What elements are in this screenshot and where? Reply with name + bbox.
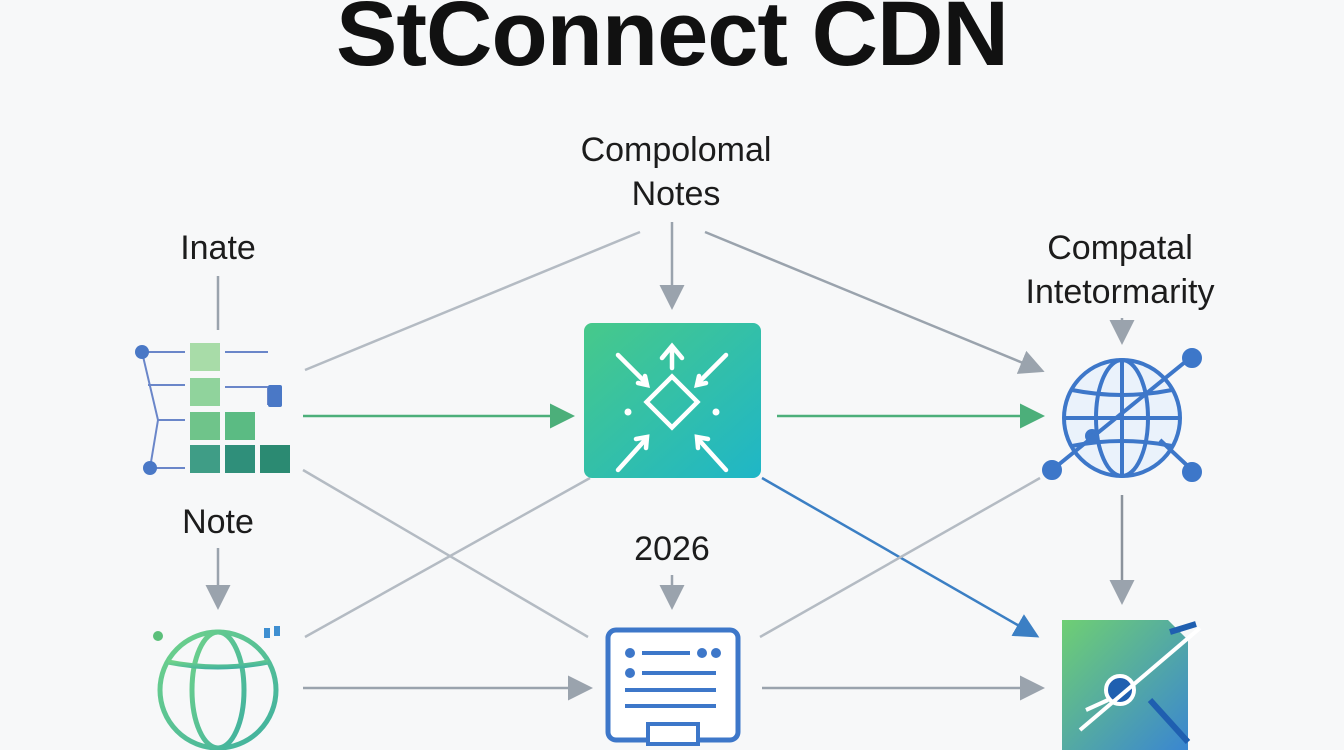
label-left-upper: Inate [180,229,256,267]
green-globe-icon [153,626,280,750]
satellite-dish-icon [1062,620,1202,750]
connector-hub-to-greenglobe [304,476,591,639]
globe-network-icon [1042,348,1202,482]
list-panel-icon [605,627,741,746]
label-left-lower: Note [182,503,254,541]
label-right-upper: Compatal Intetormarity [1025,229,1215,311]
converge-arrows-icon [584,323,761,478]
label-center-lower: 2026 [634,530,710,568]
connector-grid-to-list [302,468,589,639]
label-top-center: Compolomal Notes [580,131,772,213]
connector-globe-to-list [759,476,1041,639]
connector-top-to-globe [704,230,1045,374]
connector-hub-to-satellite [761,476,1040,638]
grid-blocks-icon [135,343,290,475]
connector-top-to-grid [304,230,641,372]
connectors [205,222,1135,701]
page-title: StConnect CDN [336,0,1009,85]
